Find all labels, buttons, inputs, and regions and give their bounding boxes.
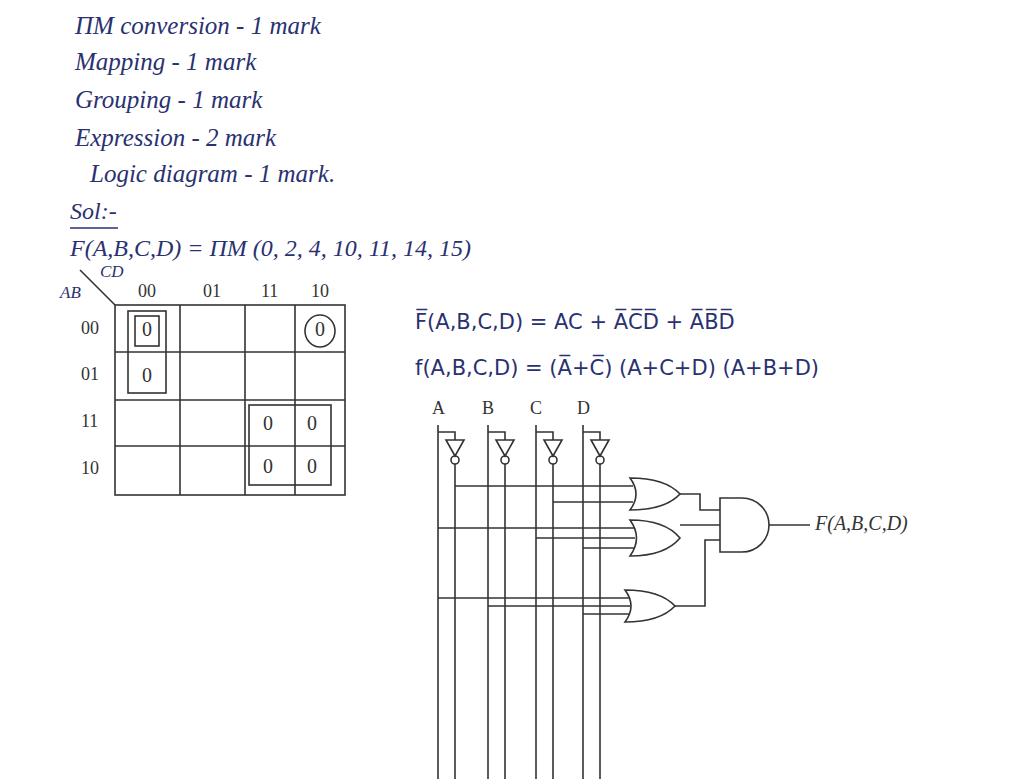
kmap-cell: 0 <box>142 318 152 341</box>
row-header: 10 <box>81 458 99 479</box>
kmap-cell: 0 <box>263 412 273 435</box>
column-header: 10 <box>311 281 329 302</box>
axis-label: CD <box>100 262 124 282</box>
note-text: ΠM conversion - 1 mark <box>75 12 321 41</box>
expression-text: f(A,B,C,D) = (A̅+C̅) (A+C+D) (A+B+D) <box>415 356 819 380</box>
input-label: B <box>482 398 494 419</box>
function-text: F(A,B,C,D) = ΠM (0, 2, 4, 10, 11, 14, 15… <box>70 235 471 263</box>
column-header: 11 <box>261 281 278 302</box>
axis-label: AB <box>60 283 81 303</box>
kmap-cell: 0 <box>307 412 317 435</box>
input-label: C <box>530 398 542 419</box>
row-header: 11 <box>81 411 98 432</box>
expression-text: F̅(A,B,C,D) = AC + A̅C̅D̅ + A̅B̅D̅ <box>415 310 735 334</box>
input-label: D <box>577 398 590 419</box>
column-header: 00 <box>138 281 156 302</box>
row-header: 00 <box>81 318 99 339</box>
note-text: Expression - 2 mark <box>75 124 276 153</box>
kmap-cell: 0 <box>142 364 152 387</box>
row-header: 01 <box>81 364 99 385</box>
kmap-cell: 0 <box>307 455 317 478</box>
kmap-cell: 0 <box>315 318 325 341</box>
kmap-cell: 0 <box>263 455 273 478</box>
note-text: Grouping - 1 mark <box>75 86 262 115</box>
input-label: A <box>432 398 445 419</box>
heading-text: Sol:- <box>70 198 117 226</box>
note-text: Logic diagram - 1 mark. <box>90 160 335 189</box>
output-label: F(A,B,C,D) <box>815 512 908 535</box>
note-text: Mapping - 1 mark <box>75 48 256 77</box>
column-header: 01 <box>203 281 221 302</box>
